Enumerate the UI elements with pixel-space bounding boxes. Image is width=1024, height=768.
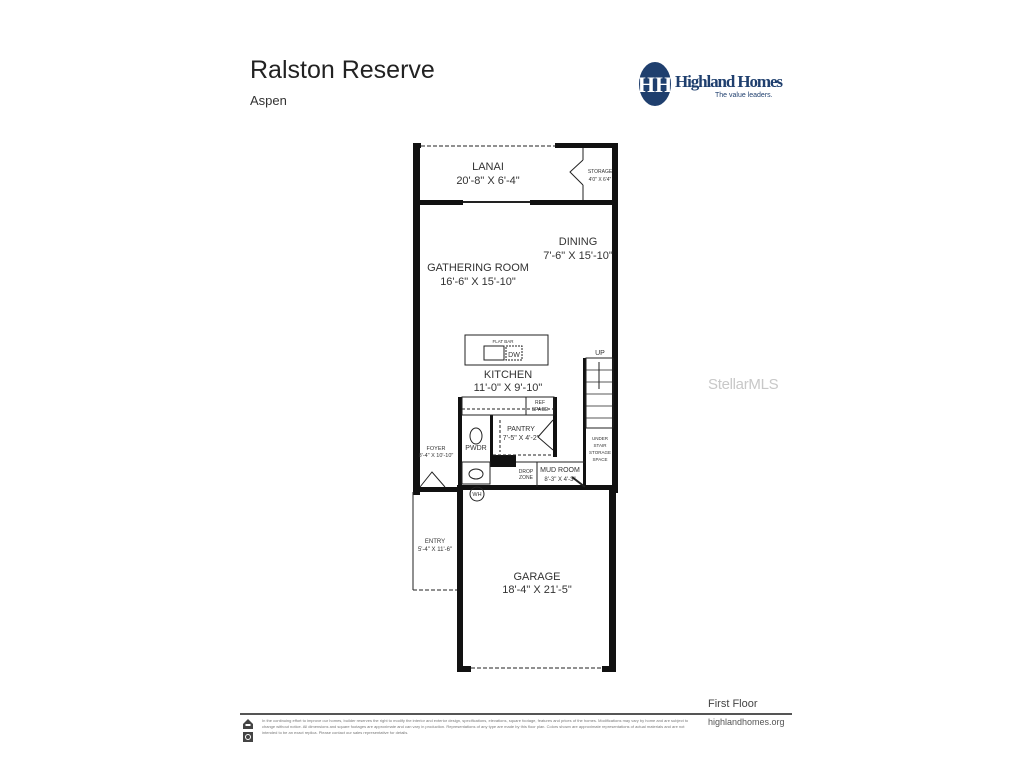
- disclaimer-text: In the continuing effort to improve our …: [262, 718, 689, 735]
- plan-line: [243, 732, 253, 742]
- plan-name: Aspen: [250, 93, 287, 108]
- room-label-dining: DINING: [559, 236, 598, 248]
- plan-label: DROP: [519, 469, 534, 475]
- plan-label: ZONE: [519, 475, 534, 481]
- watermark: StellarMLS: [708, 376, 779, 393]
- plan-label: 7'-6" X 15'-10": [543, 250, 613, 262]
- plan-label: 8'-3" X 4'-3": [544, 477, 575, 483]
- plan-line: [553, 397, 557, 457]
- accessibility-icon: [243, 732, 253, 742]
- sink-icon: [483, 345, 505, 361]
- plan-line: [413, 143, 420, 495]
- walls: [413, 143, 618, 672]
- plan-line: LANAI 20'-8" X 6'-4" STORAGE 4'0" X 6'4"…: [418, 161, 613, 596]
- plan-line: [537, 419, 554, 451]
- plan-label: STORAGE: [589, 450, 611, 455]
- plan-line: [461, 461, 491, 485]
- plan-label: 7'-5" X 4'-2": [503, 435, 540, 442]
- plan-label: DW: [508, 352, 520, 359]
- water-heater-icon: [469, 486, 485, 502]
- ref-space: [525, 396, 555, 416]
- room-label-mud-room: MUD ROOM: [540, 467, 580, 474]
- plan-label: REF: [535, 400, 545, 406]
- plan-label: The value leaders.: [715, 92, 773, 99]
- plan-line: [583, 358, 586, 486]
- plan-label: HH: [638, 72, 672, 97]
- plan-line: [555, 143, 618, 148]
- plan-line: [413, 143, 421, 148]
- website-link[interactable]: highlandhomes.org: [708, 717, 785, 727]
- plan-label: 8'-4" X 10'-10": [419, 453, 454, 459]
- room-label-pantry: PANTRY: [507, 426, 535, 433]
- plan-label: UP: [595, 350, 605, 357]
- room-label-gathering: GATHERING ROOM: [427, 262, 529, 274]
- dishwasher: [505, 345, 523, 361]
- plan-line: [457, 485, 616, 490]
- highland-homes-logo: HH Highland Homes The value leaders.: [638, 62, 783, 106]
- plan-line: [458, 397, 462, 487]
- plan-label: SPACE: [593, 457, 608, 462]
- plan-line: [602, 666, 616, 672]
- plan-line: [609, 487, 616, 672]
- plan-line: [245, 734, 251, 740]
- plan-line: [412, 145, 614, 669]
- plan-label: 11'-0" X 9'-10": [474, 382, 543, 394]
- toilet-icon: [469, 427, 483, 445]
- plan-label: Highland Homes: [675, 72, 783, 91]
- plan-label: 5'-4" X 11'-6": [418, 547, 452, 553]
- page-title: Ralston Reserve: [250, 56, 435, 84]
- room-label-entry: ENTRY: [425, 539, 445, 545]
- plan-line: [586, 369, 613, 419]
- equal-housing-accessibility-icons: [243, 719, 253, 742]
- plan-label: FLAT BAR: [492, 339, 514, 344]
- plan-line: [490, 415, 493, 455]
- plan-line: [612, 143, 618, 493]
- plan-line: [419, 471, 446, 488]
- room-label-garage: GARAGE: [513, 571, 560, 583]
- stairs: [585, 357, 614, 429]
- floor-label: First Floor: [708, 698, 758, 710]
- plan-line: [457, 487, 463, 672]
- room-label-storage: STORAGE: [588, 169, 613, 175]
- plan-label: WH: [472, 492, 481, 498]
- plan-label: 18'-4" X 21'-5": [502, 584, 572, 596]
- flat-bar-island: [464, 334, 549, 366]
- plan-line: [413, 200, 463, 205]
- logo-monogram-icon: [639, 62, 671, 106]
- footer-divider: [240, 713, 792, 715]
- lavatory-sink-icon: [468, 468, 484, 480]
- room-label-pwdr: PWDR: [465, 445, 486, 452]
- plan-line: [245, 724, 251, 726]
- plan-line: [413, 487, 458, 492]
- plan-label: SPACE: [532, 407, 549, 413]
- plan-line: [457, 666, 471, 672]
- equal-housing-icon: [243, 719, 253, 729]
- plan-line: [490, 455, 516, 467]
- room-label-kitchen: KITCHEN: [484, 369, 532, 381]
- plan-label: 16'-6" X 15'-10": [440, 276, 516, 288]
- plan-line: [569, 159, 584, 186]
- plan-label: 4'0" X 6'4": [589, 177, 612, 183]
- plan-label: 20'-8" X 6'-4": [456, 175, 519, 187]
- room-label-lanai: LANAI: [472, 161, 504, 173]
- plan-line: [571, 476, 586, 488]
- room-label-foyer: FOYER: [427, 446, 446, 452]
- plan-line: [530, 200, 618, 205]
- plan-label: STAIR: [594, 443, 608, 448]
- plan-label: UNDER: [592, 436, 609, 441]
